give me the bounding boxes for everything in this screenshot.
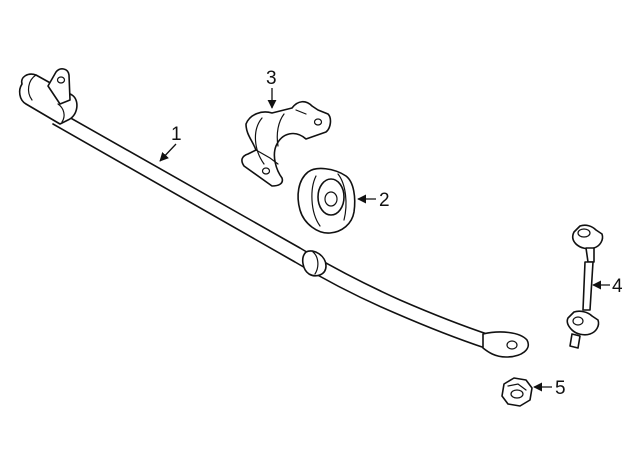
callout-1-label: 1 [171,124,182,145]
bushing [297,167,356,234]
nut [501,377,533,407]
callout-1: 1 [159,124,182,162]
stabilizer-bar [18,68,529,358]
callout-3: 3 [266,68,277,109]
callout-5: 5 [533,378,566,399]
callout-2-label: 2 [379,190,390,211]
stabilizer-link [566,224,604,349]
bracket [241,100,332,187]
callout-2: 2 [357,190,390,211]
callout-4-label: 4 [612,276,623,297]
callout-4: 4 [592,276,623,297]
callout-3-label: 3 [266,68,277,89]
callout-5-label: 5 [555,378,566,399]
